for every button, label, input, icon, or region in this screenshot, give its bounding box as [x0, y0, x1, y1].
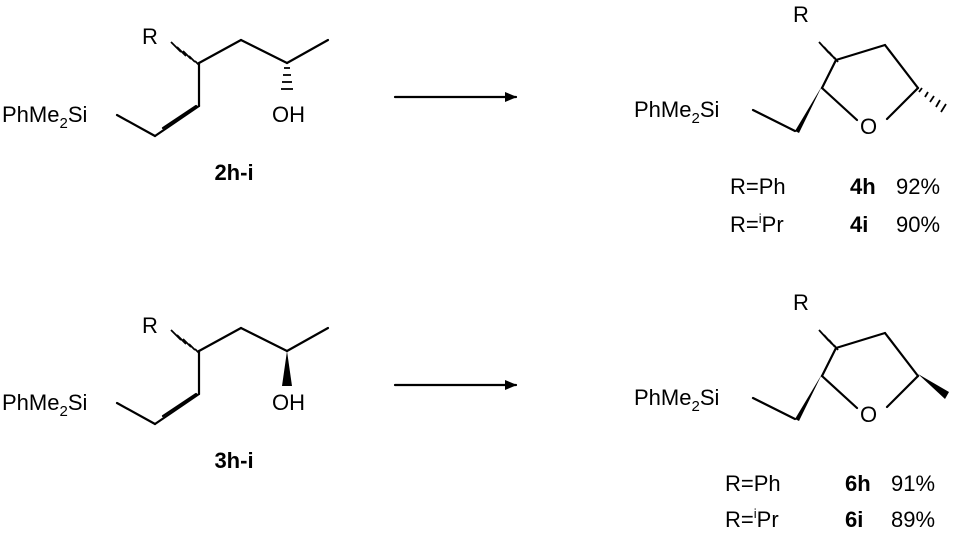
yield-value: 91% [891, 471, 935, 496]
silyl-group-label: PhMe2Si [2, 390, 87, 420]
compound-label-6i: 6i [845, 507, 863, 532]
compound-label-3h-i: 3h-i [214, 448, 253, 473]
starting-material-3h-i: PhMe2Si R OH 3h-i [2, 313, 330, 473]
hashed-wedge-r [818, 41, 839, 63]
hashed-wedge-r [170, 41, 200, 66]
r-substituent-label: R [793, 2, 809, 27]
result-row-4h: R=Ph 4h 92% [730, 174, 940, 199]
ring-oxygen-label: O [860, 402, 877, 427]
hashed-wedge-r [818, 329, 839, 351]
hashed-wedge-oh [281, 67, 293, 90]
wedge-bond-oh [282, 351, 292, 386]
yield-value: 89% [891, 507, 935, 532]
r-definition: R=iPr [730, 211, 784, 237]
silyl-group-label: PhMe2Si [2, 102, 87, 132]
result-row-6h: R=Ph 6h 91% [725, 471, 935, 496]
wedge-bond-ch2si [795, 86, 822, 133]
starting-material-2h-i: PhMe2Si R OH 2h-i [2, 24, 330, 185]
product-4h-i: PhMe2Si R O R=Ph 4h 92% [634, 2, 947, 237]
compound-label-2h-i: 2h-i [214, 160, 253, 185]
r-definition: R=Ph [725, 471, 781, 496]
hydroxyl-label: OH [272, 102, 305, 127]
hashed-wedge-methyl [918, 87, 947, 113]
r-definition: R=iPr [725, 506, 779, 532]
silyl-group-label: PhMe2Si [634, 97, 719, 127]
hashed-wedge-r [170, 329, 200, 354]
hydroxyl-label: OH [272, 390, 305, 415]
ring-bonds [751, 43, 920, 133]
yield-value: 90% [896, 212, 940, 237]
r-substituent-label: R [142, 24, 158, 49]
ring-bonds [751, 331, 920, 421]
skeleton-bonds [115, 326, 330, 426]
result-row-6i: R=iPr 6i 89% [725, 506, 935, 532]
ring-oxygen-label: O [860, 114, 877, 139]
compound-label-4i: 4i [850, 212, 868, 237]
silyl-group-label: PhMe2Si [634, 385, 719, 415]
compound-label-6h: 6h [845, 471, 871, 496]
compound-label-4h: 4h [850, 174, 876, 199]
yield-value: 92% [896, 174, 940, 199]
result-row-4i: R=iPr 4i 90% [730, 211, 940, 237]
product-6h-i: PhMe2Si R O R=Ph 6h 91% R=iPr 6i 89% [634, 290, 949, 532]
skeleton-bonds [115, 38, 330, 138]
wedge-bond-ch2si [795, 374, 822, 421]
wedge-bond-methyl [918, 374, 949, 399]
r-definition: R=Ph [730, 174, 786, 199]
r-substituent-label: R [142, 313, 158, 338]
r-substituent-label: R [793, 290, 809, 315]
